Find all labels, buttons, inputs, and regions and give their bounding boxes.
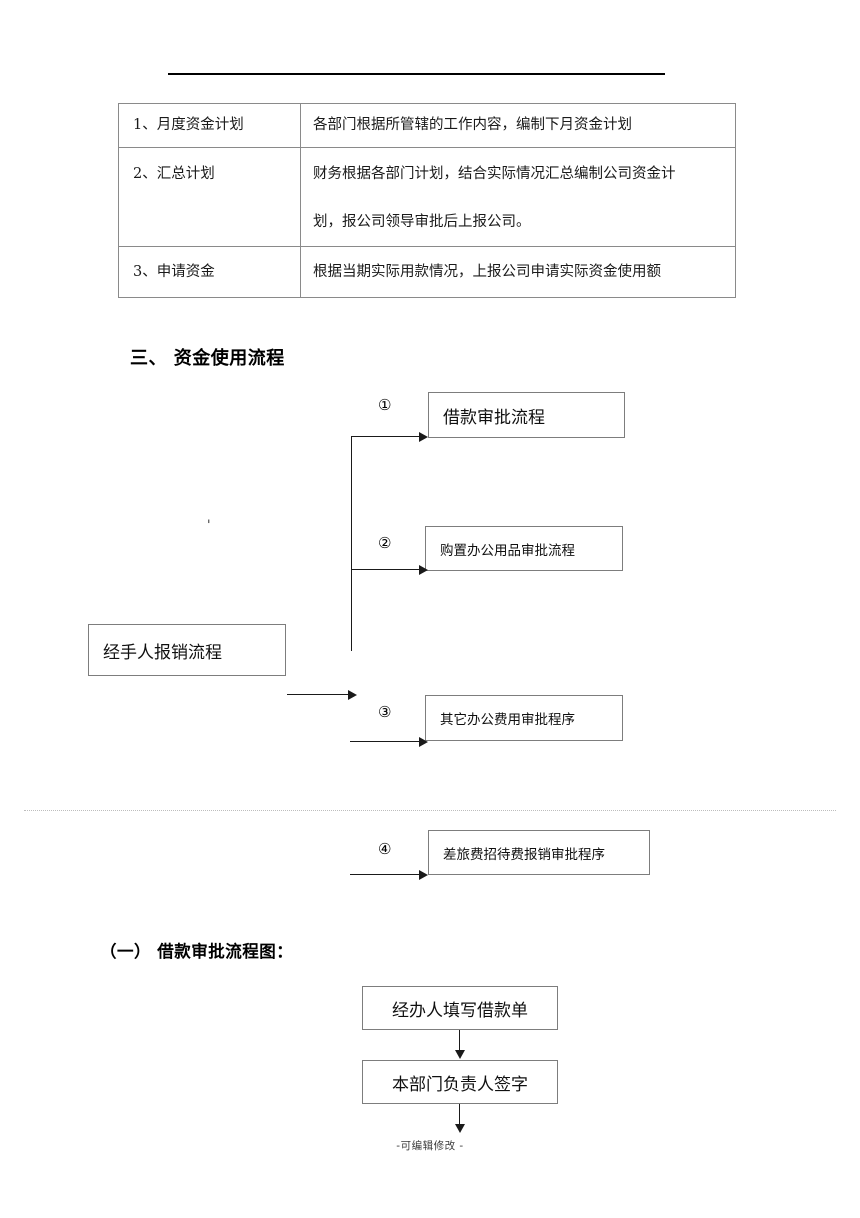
table-cell-description: 各部门根据所管辖的工作内容，编制下月资金计划 — [300, 103, 736, 148]
cell-text-line: 根据当期实际用款情况，上报公司申请实际资金使用额 — [313, 263, 661, 280]
connector-from-main-box — [287, 694, 350, 695]
arrowhead-right-icon — [419, 432, 428, 442]
stray-mark: ' — [207, 518, 211, 533]
table-row: 1、月度资金计划 各部门根据所管辖的工作内容，编制下月资金计划 — [118, 103, 736, 148]
connector-to-box-1 — [351, 436, 421, 437]
cell-text-line: 划，报公司领导审批后上报公司。 — [313, 214, 531, 231]
section-heading-three: 三、 资金使用流程 — [130, 348, 285, 369]
branch-number-4: ④ — [378, 840, 392, 858]
arrowhead-down-icon — [455, 1124, 465, 1133]
connector-step2-to-next — [459, 1104, 460, 1126]
page-dotted-separator — [24, 810, 836, 811]
flow-box-handler-fills-loan-form: 经办人填写借款单 — [362, 986, 558, 1030]
table-cell-label: 1、月度资金计划 — [118, 103, 301, 148]
connector-to-box-4 — [350, 874, 421, 875]
table-cell-label: 2、汇总计划 — [118, 147, 301, 247]
branch-number-3: ③ — [378, 703, 392, 721]
arrowhead-right-icon — [419, 870, 428, 880]
branch-number-1: ① — [378, 396, 392, 414]
table-cell-label: 3、申请资金 — [118, 246, 301, 298]
flow-box-office-supplies-approval: 购置办公用品审批流程 — [425, 526, 623, 571]
arrowhead-right-icon — [419, 737, 428, 747]
table-row: 3、申请资金 根据当期实际用款情况，上报公司申请实际资金使用额 — [118, 246, 736, 298]
arrowhead-right-icon — [419, 565, 428, 575]
connector-step1-to-step2 — [459, 1030, 460, 1052]
connector-vertical-trunk — [351, 436, 352, 651]
flow-box-travel-entertainment-reimbursement: 差旅费招待费报销审批程序 — [428, 830, 650, 875]
table-row: 2、汇总计划 财务根据各部门计划，结合实际情况汇总编制公司资金计 划，报公司领导… — [118, 147, 736, 247]
fund-plan-table: 1、月度资金计划 各部门根据所管辖的工作内容，编制下月资金计划 2、汇总计划 财… — [118, 103, 736, 298]
flow-box-other-office-expense-approval: 其它办公费用审批程序 — [425, 695, 623, 741]
cell-text-line: 财务根据各部门计划，结合实际情况汇总编制公司资金计 — [313, 166, 676, 182]
section-heading-one: （一） 借款审批流程图： — [100, 942, 294, 961]
connector-to-box-2 — [351, 569, 421, 570]
connector-to-box-3 — [350, 741, 421, 742]
branch-number-2: ② — [378, 534, 392, 552]
arrowhead-down-icon — [455, 1050, 465, 1059]
table-cell-description: 根据当期实际用款情况，上报公司申请实际资金使用额 — [300, 246, 736, 298]
flow-box-department-head-signs: 本部门负责人签字 — [362, 1060, 558, 1104]
table-cell-description: 财务根据各部门计划，结合实际情况汇总编制公司资金计 划，报公司领导审批后上报公司… — [300, 147, 736, 247]
cell-text-line: 各部门根据所管辖的工作内容，编制下月资金计划 — [313, 117, 632, 134]
arrowhead-right-icon — [348, 690, 357, 700]
footer-note: -可编辑修改 - — [396, 1140, 464, 1152]
flow-box-handler-reimbursement-process: 经手人报销流程 — [88, 624, 286, 676]
flow-box-loan-approval: 借款审批流程 — [428, 392, 625, 438]
top-horizontal-rule — [168, 73, 665, 75]
